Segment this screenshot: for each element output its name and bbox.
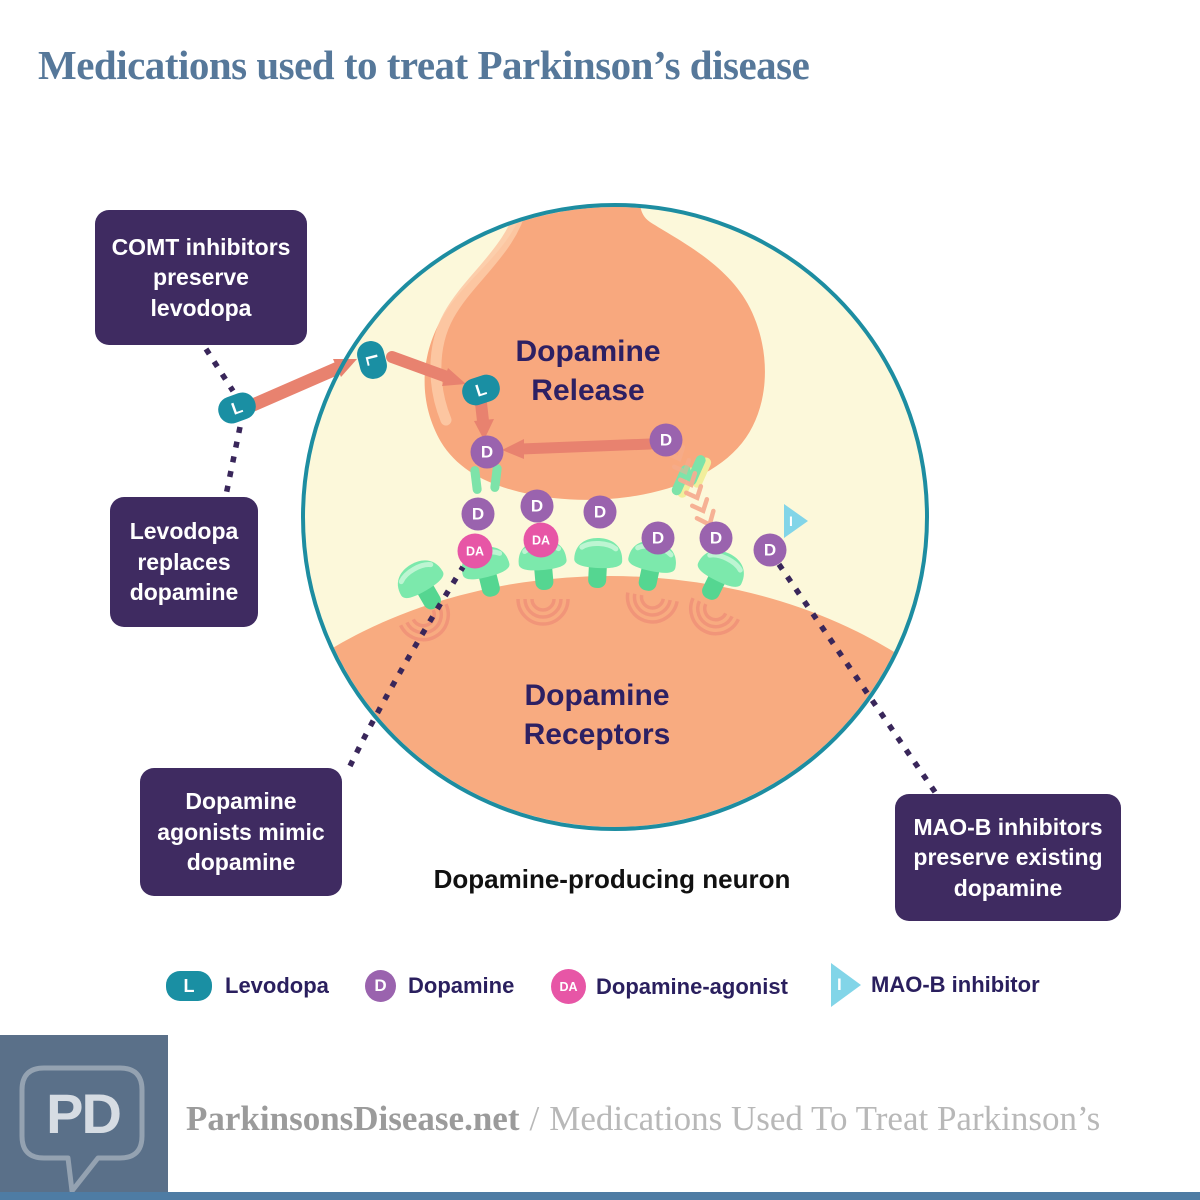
dopamine-agonist-molecule: DA — [523, 522, 559, 558]
presynaptic-terminal-shape — [424, 207, 765, 500]
dopamine-receptors-label: Dopamine Receptors — [523, 679, 671, 751]
release-channel — [470, 464, 502, 494]
parkinsons-disease-logo: PD — [0, 1035, 168, 1200]
footer-page-title: Medications Used To Treat Parkinson’s — [549, 1099, 1101, 1138]
legend-item-levodopa: L Levodopa — [166, 971, 329, 1001]
maob-box-connector — [775, 561, 938, 794]
dopamine-molecule: D — [649, 423, 683, 457]
callout-levodopa-replaces: Levodopa replaces dopamine — [110, 497, 258, 627]
levodopa-symbol-icon: L — [166, 971, 212, 1001]
dopamine-molecule: D — [583, 495, 617, 529]
dopamine-producing-neuron-label: Dopamine-producing neuron — [433, 864, 791, 894]
legend-item-dopamine-agonist: DA Dopamine-agonist — [551, 969, 788, 1004]
reuptake-chevron-arrow — [666, 445, 716, 528]
maob-inhibitor-symbol-icon: I — [831, 963, 861, 1007]
dopamine-agonist-molecule: DA — [457, 533, 493, 569]
dopamine-molecule: D — [641, 521, 675, 555]
footer-attribution: ParkinsonsDisease.net/Medications Used T… — [186, 1099, 1196, 1139]
dopamine-molecule: D — [753, 533, 787, 567]
footer-separator: / — [529, 1099, 540, 1138]
legend-label-levodopa: Levodopa — [225, 973, 329, 998]
speech-bubble-icon — [19, 1065, 145, 1194]
legend-item-maob-inhibitor: I MAO-B inhibitor — [831, 963, 1040, 1007]
legend-label-dopamine-agonist: Dopamine-agonist — [596, 973, 788, 999]
legend-label-dopamine: Dopamine — [408, 973, 515, 998]
receptor-ripples — [399, 592, 740, 642]
dopamine-molecule: D — [470, 435, 504, 469]
dopamine-molecule: D — [699, 521, 733, 555]
dopamine-symbol-icon: D — [365, 970, 396, 1002]
terminal-highlight — [430, 207, 529, 426]
footer-site-name: ParkinsonsDisease.net — [186, 1099, 520, 1138]
callout-comt-inhibitors: COMT inhibitors preserve levodopa — [95, 210, 307, 345]
dopamine-release-label: Dopamine Release — [515, 335, 661, 407]
callout-connectors — [203, 347, 938, 794]
comt-to-levodopa-connector — [203, 347, 236, 393]
logo-text: PD — [46, 1082, 120, 1145]
legend-item-dopamine: D Dopamine — [365, 970, 514, 1002]
callout-dopamine-agonists: Dopamine agonists mimic dopamine — [140, 768, 342, 896]
dopamine-molecule: D — [520, 489, 554, 523]
legend-label-maob-inhibitor: MAO-B inhibitor — [871, 972, 1040, 997]
dopamine-agonist-symbol-icon: DA — [551, 969, 586, 1004]
bottom-accent-bar — [0, 1192, 1200, 1200]
levodopa-box-connector — [223, 426, 243, 496]
dopamine-molecule: D — [461, 497, 495, 531]
page-title: Medications used to treat Parkinson’s di… — [38, 42, 810, 88]
synapse-circle-border — [301, 203, 929, 831]
callout-maob-inhibitors: MAO-B inhibitors preserve existing dopam… — [895, 794, 1121, 921]
